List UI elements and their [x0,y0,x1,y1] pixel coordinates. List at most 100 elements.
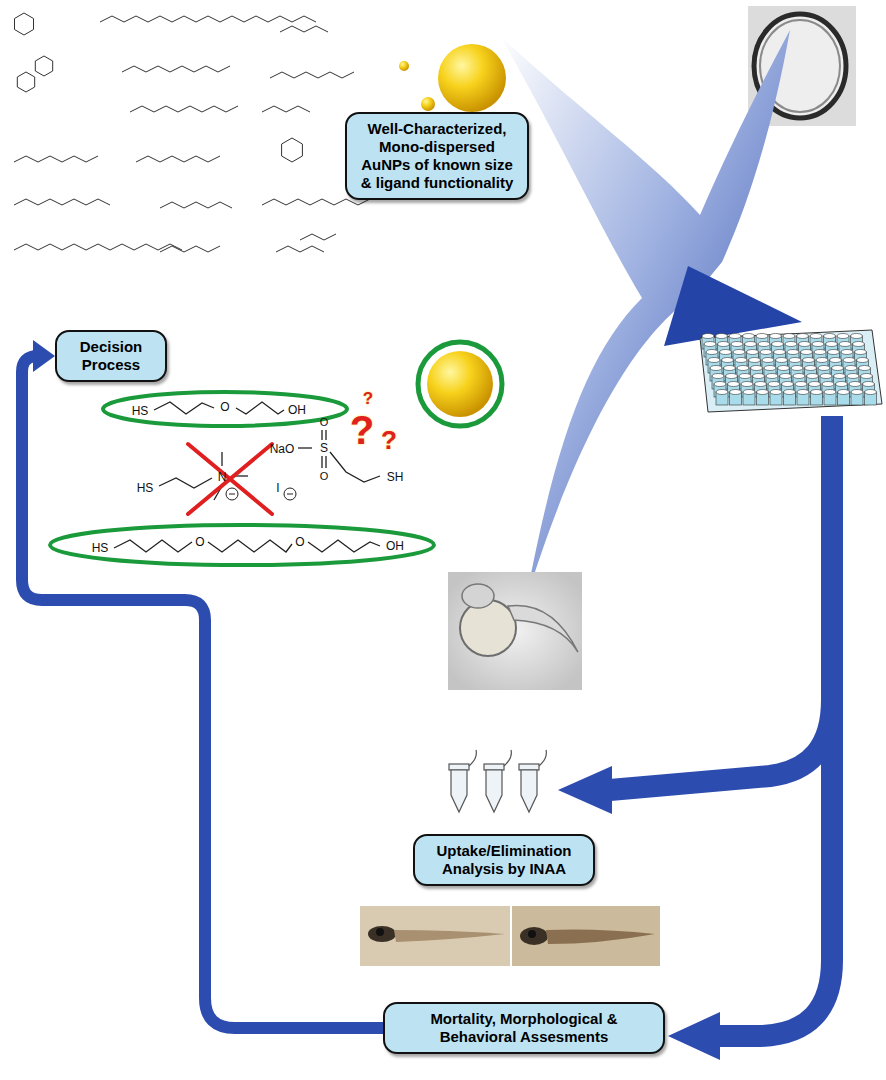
ring [17,72,34,92]
well-top [863,382,875,387]
well-top [778,366,790,371]
well-plate [700,330,882,412]
bond-chain [276,246,324,252]
atom-label: S [320,442,328,454]
well-top [814,350,826,355]
well-top [730,390,742,395]
well-top [758,342,770,347]
well-top [780,374,792,379]
box-text: Uptake/Elimination Analysis by INAA [423,842,585,878]
gold-nanoparticle [438,44,506,112]
charge-symbol [226,488,296,500]
well-top [743,390,755,395]
gold-nanoparticle [399,61,409,71]
well-top [757,390,769,395]
atom-label: OH [288,404,306,416]
well-top [811,390,823,395]
well-top [716,390,728,395]
well-top [791,366,803,371]
well-top [722,358,734,363]
well-top [812,342,824,347]
bond-chain [14,199,110,205]
ring [282,138,303,162]
atom-label: O [295,536,304,548]
well-top [783,334,795,339]
bond-chain [262,106,310,112]
well-top [772,342,784,347]
well-top [720,350,732,355]
well-top [770,390,782,395]
atom-label: HS [92,542,109,554]
well-top [745,342,757,347]
well-top [834,374,846,379]
well-top [801,350,813,355]
atom-label: HS [137,482,154,494]
well-top [770,334,782,339]
well-top [861,374,873,379]
well-top [704,342,716,347]
atom-label: O [195,536,204,548]
atom-label: N [218,471,227,483]
well-top [810,334,822,339]
well-top [859,366,871,371]
well-top [824,390,836,395]
well-top [789,358,801,363]
assessment-box: Mortality, Morphological & Behavioral As… [383,1002,665,1054]
well-top [741,382,753,387]
atom-label: O [320,471,329,482]
well-top [728,382,740,387]
well-top [712,374,724,379]
well-top [735,358,747,363]
well-top [816,358,828,363]
well-top [747,350,759,355]
well-top [766,374,778,379]
well-top [774,350,786,355]
well-top [836,382,848,387]
well-top [782,382,794,387]
ligand-ellipse [50,392,434,565]
well-top [731,342,743,347]
well-top [841,350,853,355]
well-top [853,342,865,347]
well-top [708,358,720,363]
decision-box: Decision Process [55,330,167,382]
well-top [820,374,832,379]
well-top [716,334,728,339]
well-top [706,350,718,355]
well-top [733,350,745,355]
analysis-box: Uptake/Elimination Analysis by INAA [413,834,595,886]
well-top [764,366,776,371]
well-top [768,382,780,387]
well-top [822,382,834,387]
bond-chain [14,244,182,250]
well-top [760,350,772,355]
well-top [797,334,809,339]
flow-connector [22,340,383,1028]
bond-chain [130,106,238,112]
well-top [724,366,736,371]
well-top [824,334,836,339]
well-top [839,342,851,347]
well-top [803,358,815,363]
well-top [729,334,741,339]
question-mark: ? [363,390,373,407]
ring [35,56,52,76]
well-top [710,366,722,371]
ligand-structures [14,13,370,252]
atom-label: OH [386,540,404,552]
bond-chain [280,26,328,32]
atom-label: O [320,417,329,428]
bond-chain [300,234,336,240]
well-top [702,334,714,339]
well-top [718,342,730,347]
well-top [737,366,749,371]
coated-nanoparticle [418,342,502,426]
bond-chain [160,202,232,208]
well-top [851,334,863,339]
well-top [847,374,859,379]
plate-base [700,330,882,412]
well-top [795,382,807,387]
larva-photo [360,906,660,966]
bond-chain [270,72,354,78]
